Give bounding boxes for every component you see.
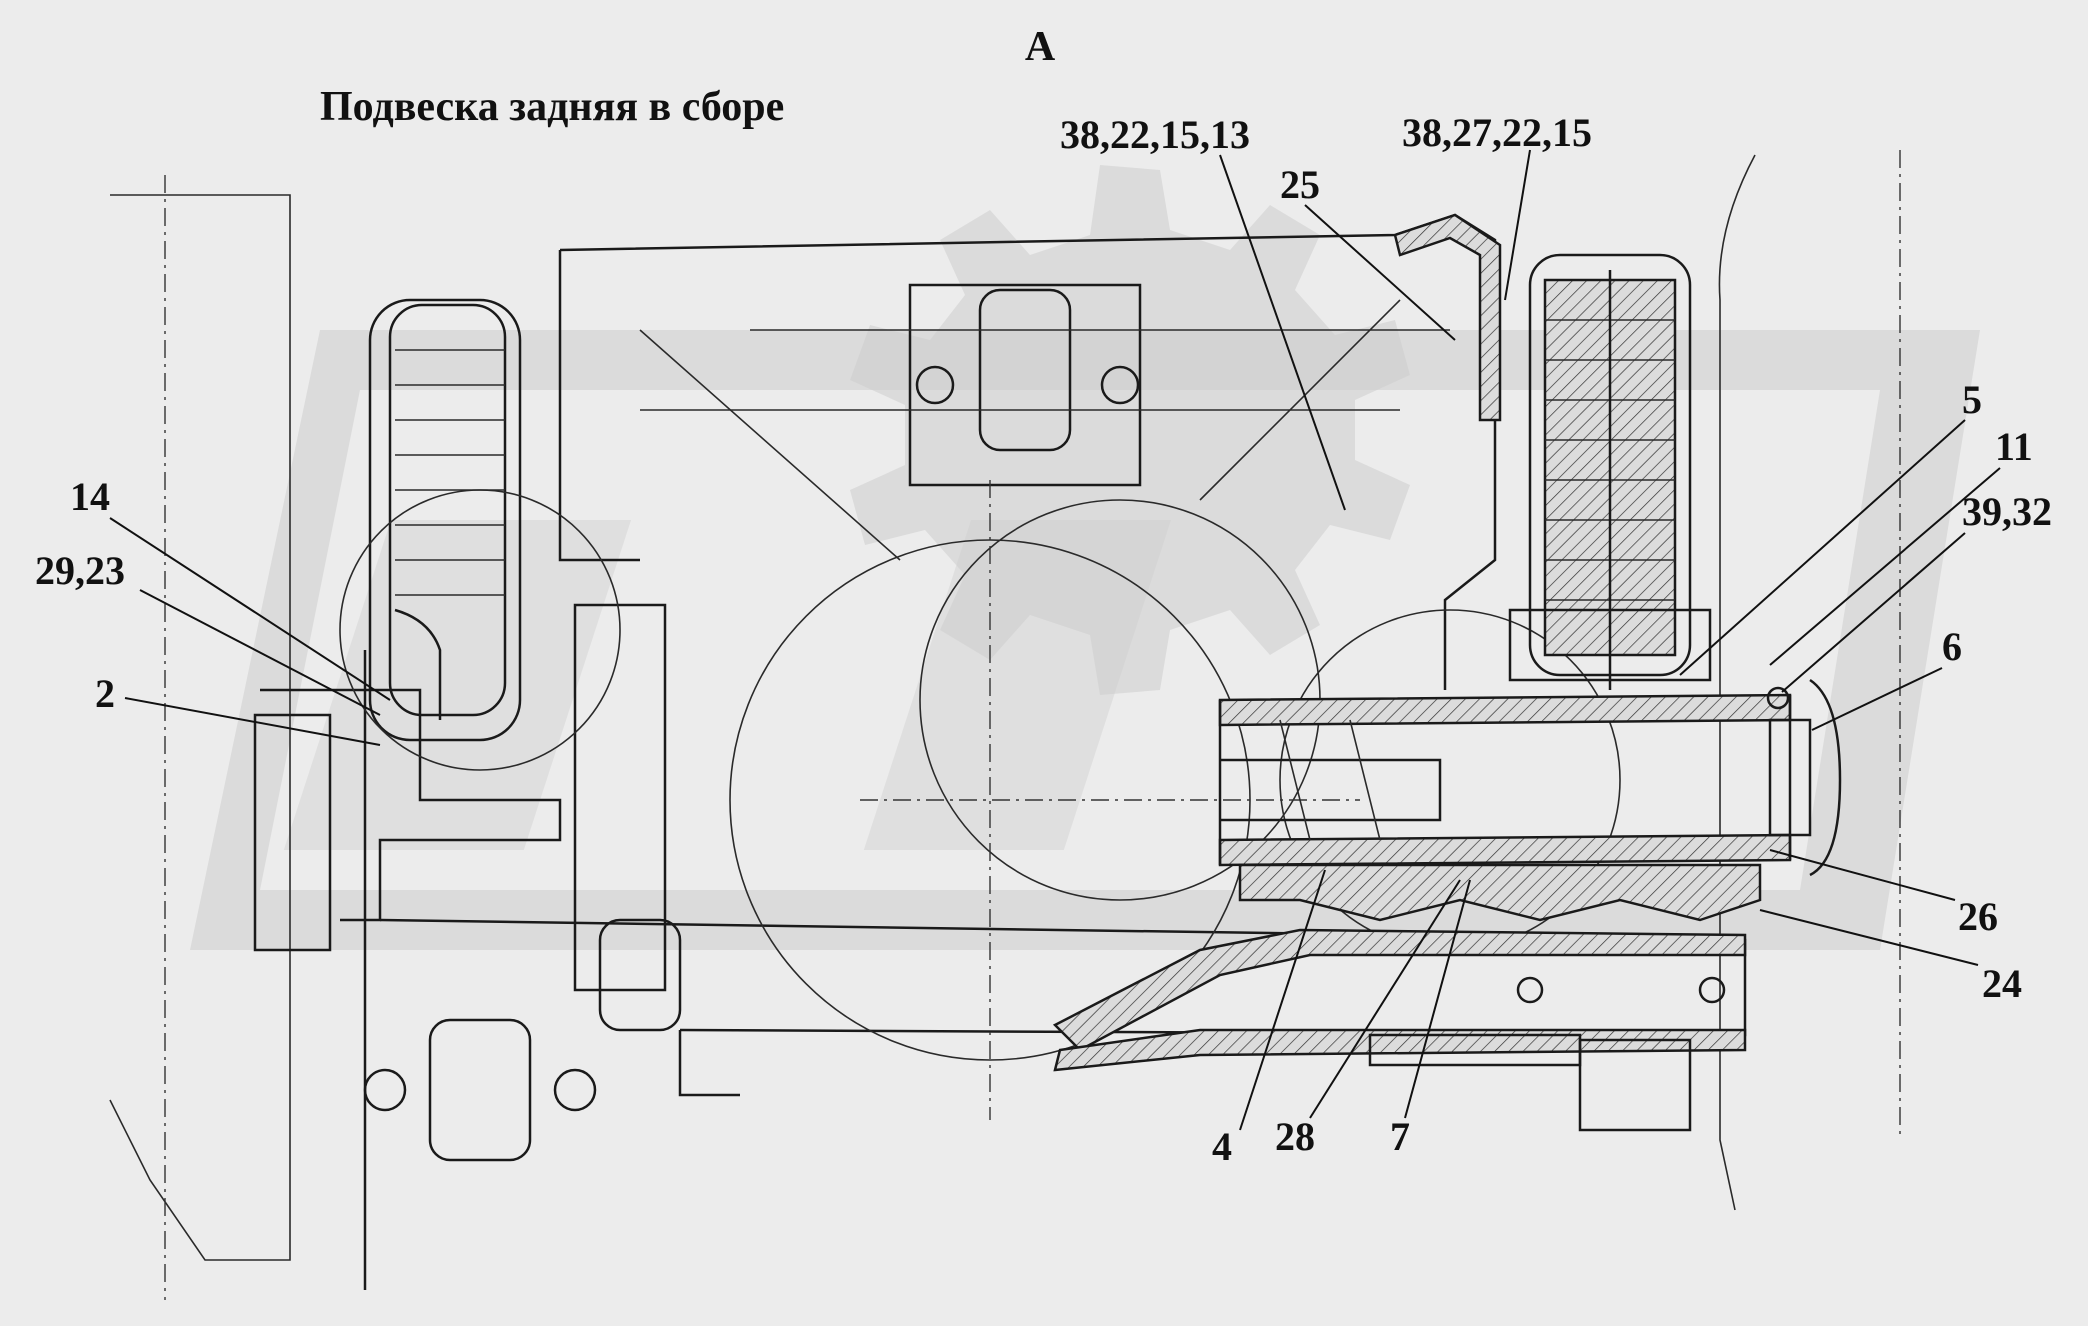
callout-29-23: 29,23 xyxy=(35,548,125,593)
callout-38-27-22-15: 38,27,22,15 xyxy=(1402,110,1592,155)
view-label: А xyxy=(1025,24,1056,70)
frame-rails xyxy=(109,150,1901,1300)
left-spring-stack xyxy=(253,298,562,952)
callout-25: 25 xyxy=(1280,162,1320,207)
callout-39-32: 39,32 xyxy=(1962,489,2052,534)
callout-7: 7 xyxy=(1390,1114,1410,1159)
callout-11: 11 xyxy=(1995,424,2033,469)
callout-24: 24 xyxy=(1982,961,2022,1006)
right-spring-stack xyxy=(1508,253,1712,690)
axle-tube-section xyxy=(1218,678,1842,922)
callout-38-22-15-13: 38,22,15,13 xyxy=(1060,112,1250,157)
callout-14: 14 xyxy=(70,474,110,519)
callout-4: 4 xyxy=(1212,1124,1232,1169)
callout-6: 6 xyxy=(1942,624,1962,669)
callout-group: 38,22,15,13 38,27,22,15 25 5 11 39,32 6 … xyxy=(35,110,2052,1169)
cross-member-bracket xyxy=(558,213,1502,690)
callout-26: 26 xyxy=(1958,894,1998,939)
drawing-title: Подвеска задняя в сборе xyxy=(320,84,784,130)
callout-2: 2 xyxy=(95,671,115,716)
callout-28: 28 xyxy=(1275,1114,1315,1159)
callout-5: 5 xyxy=(1962,377,1982,422)
lower-right-beam xyxy=(1052,928,1747,1132)
